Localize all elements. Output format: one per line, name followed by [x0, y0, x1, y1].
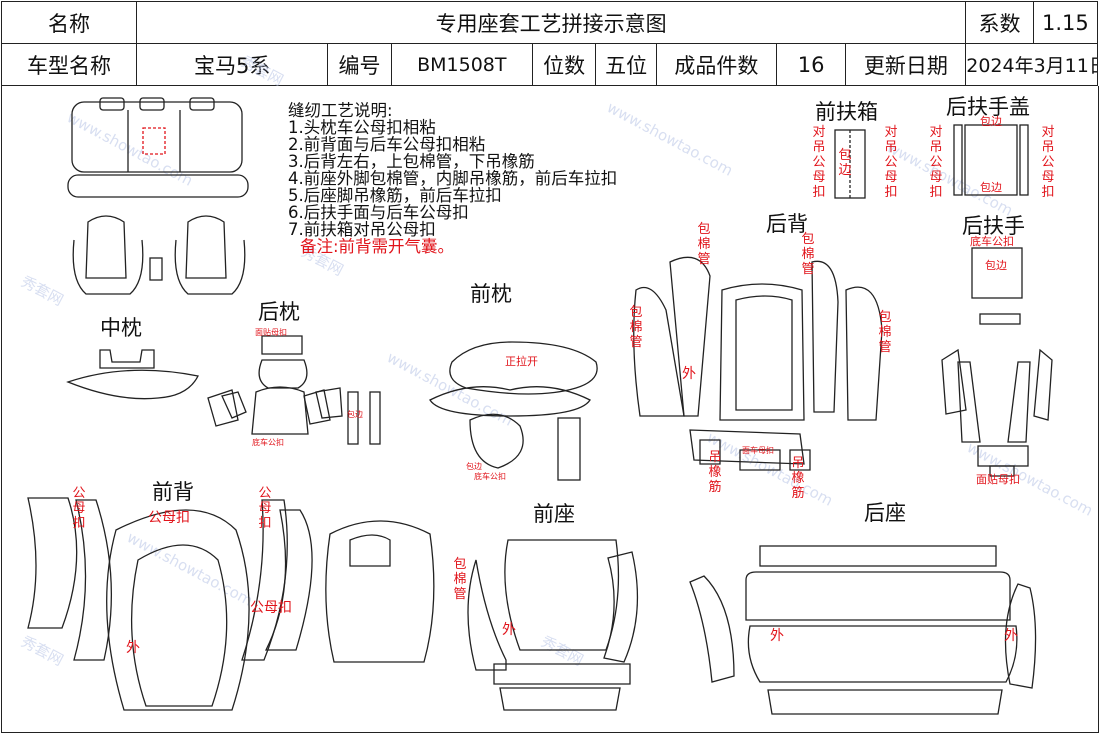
annot-rear-back-side: 包棉管 — [629, 305, 643, 350]
code-label: 编号 — [327, 43, 392, 86]
code-value: BM1508T — [390, 43, 534, 86]
annot-front-box-right: 对吊公母扣 — [884, 125, 898, 200]
annot-rear-cover-bottom: 包边 — [980, 181, 1002, 194]
annot-front-box-edge: 包边 — [838, 148, 852, 178]
rear-arm-pieces — [941, 247, 1053, 477]
annot-rear-cover-top: 包边 — [980, 115, 1002, 128]
annot-front-seat-pipe: 包棉管 — [453, 557, 467, 602]
sheet-title: 专用座套工艺拼接示意图 — [135, 1, 967, 44]
annot-front-back-top: 公母扣 — [148, 510, 190, 526]
label-front-pillow: 前枕 — [470, 282, 512, 306]
annot-rear-arm-base: 底车公扣 — [970, 235, 1014, 248]
date-label: 更新日期 — [845, 43, 967, 86]
note-item: 7.前扶箱对吊公母扣 — [288, 220, 436, 239]
label-front-seat: 前座 — [533, 502, 575, 526]
notes-remark: 备注:前背需开气囊。 — [300, 237, 455, 256]
front-seat-pieces — [467, 539, 639, 711]
label-rear-arm: 后扶手 — [962, 214, 1025, 238]
pieces-value: 16 — [775, 43, 847, 86]
label-rear-back: 后背 — [766, 212, 808, 236]
note-item: 2.前背面与后车公母扣相粘 — [288, 135, 486, 154]
annot-front-back-outer: 外 — [126, 640, 140, 656]
pieces-label: 成品件数 — [656, 43, 777, 86]
annot-front-back-right: 公母扣 — [258, 486, 272, 531]
seat-overview-icon — [67, 97, 249, 295]
label-rear-arm-cover: 后扶手盖 — [946, 95, 1030, 119]
label-rear-seat: 后座 — [864, 501, 906, 525]
sewing-notes: 缝纫工艺说明: 1.头枕车公母扣相粘 2.前背面与后车公母扣相粘 3.后背左右，… — [288, 102, 617, 255]
annot-rear-back-outer: 外 — [682, 366, 696, 382]
annot-rear-back-face: 面车母扣 — [742, 446, 774, 455]
header-table: 名称 专用座套工艺拼接示意图 系数 1.15 车型名称 宝马5系 编号 BM15… — [1, 1, 1099, 86]
seats-value: 五位 — [595, 43, 658, 86]
annot-rear-pillow-base: 底车公扣 — [252, 438, 284, 447]
annot-rear-seat-outer: 外 — [770, 628, 784, 644]
label-front-box: 前扶箱 — [815, 100, 878, 124]
annot-rear-seat-outer-r: 外 — [1004, 628, 1018, 644]
annot-rear-back-elastic: 吊橡筋 — [708, 450, 722, 495]
note-item: 5.后座脚吊橡筋，前后车拉扣 — [288, 186, 502, 205]
note-item: 1.头枕车公母扣相粘 — [288, 118, 436, 137]
drawing-frame — [1, 86, 1099, 733]
front-box-pieces — [834, 129, 866, 199]
rear-back-pieces — [633, 256, 883, 471]
annot-rear-back-side-r: 包棉管 — [878, 310, 892, 355]
label-rear-pillow: 后枕 — [258, 300, 300, 324]
middle-pillow-pieces — [66, 349, 199, 400]
front-back-pieces — [27, 497, 435, 711]
annot-rear-back-pipe-r: 包棉管 — [801, 232, 815, 277]
model-label: 车型名称 — [1, 43, 137, 86]
name-label: 名称 — [1, 1, 137, 44]
annot-rear-back-elastic-r: 吊橡筋 — [791, 456, 805, 501]
annot-rear-pillow-edge: 包边 — [347, 410, 363, 419]
annot-rear-arm-edge: 包边 — [985, 259, 1007, 272]
label-front-back: 前背 — [152, 480, 194, 504]
annot-front-seat-outer: 外 — [502, 622, 516, 638]
seats-label: 位数 — [532, 43, 597, 86]
annot-rear-back-pipe: 包棉管 — [697, 222, 711, 267]
annot-rear-pillow-face: 面贴母扣 — [255, 328, 287, 337]
notes-heading: 缝纫工艺说明: — [288, 101, 393, 120]
date-value: 2024年3月11日 — [965, 43, 1098, 86]
annot-rear-cover-left: 对吊公母扣 — [929, 125, 943, 200]
rear-seat-pieces — [689, 545, 1037, 715]
annot-rear-arm-face: 面贴母扣 — [976, 473, 1020, 486]
annot-front-back-left: 公母扣 — [72, 486, 86, 531]
coef-label: 系数 — [965, 1, 1034, 44]
front-pillow-pieces — [429, 341, 598, 481]
annot-front-box-left: 对吊公母扣 — [812, 125, 826, 200]
annot-front-back-side: 公母扣 — [250, 600, 292, 616]
note-item: 3.后背左右，上包棉管，下吊橡筋 — [288, 152, 535, 171]
rear-arm-cover-pieces — [953, 124, 1029, 196]
label-middle-pillow: 中枕 — [100, 316, 142, 340]
annot-front-pillow-edge: 包边 — [466, 462, 482, 471]
note-item: 4.前座外脚包棉管，内脚吊橡筋，前后车拉扣 — [288, 169, 618, 188]
annot-front-pillow-base: 底车公扣 — [474, 472, 506, 481]
rear-pillow-pieces — [207, 335, 381, 445]
note-item: 6.后扶手面与后车公母扣 — [288, 203, 469, 222]
annot-front-pillow-open: 正拉开 — [505, 355, 538, 368]
model-value: 宝马5系 — [135, 43, 329, 86]
annot-rear-cover-right: 对吊公母扣 — [1041, 125, 1055, 200]
